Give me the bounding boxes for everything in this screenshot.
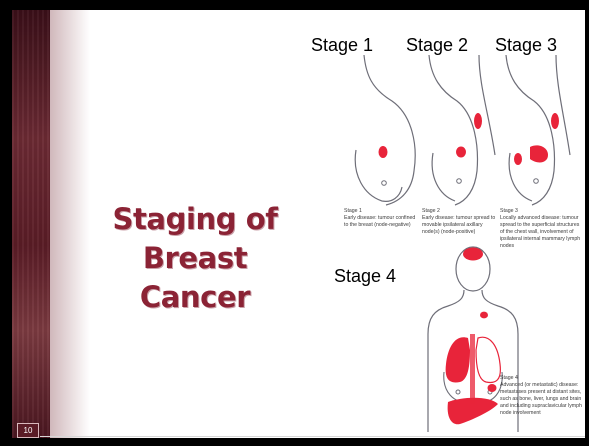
stage-1-label: Stage 1	[311, 35, 373, 56]
decorative-fade	[50, 10, 90, 438]
stage-2-label: Stage 2	[406, 35, 468, 56]
caption-line: node(s) (node-positive)	[422, 229, 504, 236]
caption-line: Stage 2	[422, 208, 504, 215]
slide: Staging of Breast Cancer Stage 1 Stage 2…	[12, 10, 585, 438]
stage-2-illustration	[427, 55, 507, 210]
stage-1-tumour	[379, 146, 388, 158]
caption-line: spread to the superficial structures	[500, 222, 584, 229]
bone-metastasis	[470, 334, 475, 404]
caption-line: Stage 3	[500, 208, 584, 215]
stage-2-tumour	[456, 147, 466, 158]
slide-title: Staging of Breast Cancer	[90, 200, 300, 317]
caption-line: Advanced (or metastatic) disease:	[500, 382, 584, 389]
caption-line: Stage 4	[500, 375, 584, 382]
stage-3-chest-wall	[514, 153, 522, 165]
stage-3-label: Stage 3	[495, 35, 557, 56]
stage-4-tumour	[488, 384, 497, 392]
page-number: 10	[17, 423, 39, 438]
caption-line: and including supraclavicular lymph	[500, 403, 584, 410]
title-line-1: Staging of	[90, 200, 300, 239]
caption-line: Early disease: tumour confined	[344, 215, 424, 222]
footer-divider	[40, 436, 585, 437]
caption-line: Locally advanced disease: tumour	[500, 215, 584, 222]
stage-3-tumour	[530, 145, 548, 162]
stage-4-caption: Stage 4 Advanced (or metastatic) disease…	[500, 375, 584, 417]
supraclavicular-node	[480, 312, 488, 319]
caption-line: node involvement	[500, 410, 584, 417]
stage-2-axillary-node	[474, 113, 482, 129]
brain-metastasis	[463, 248, 483, 261]
left-lung	[446, 337, 470, 382]
decorative-left-band	[12, 10, 50, 438]
caption-line: Stage 1	[344, 208, 424, 215]
stage-3-illustration	[504, 55, 584, 210]
caption-line: such as bone, liver, lungs and brain	[500, 396, 584, 403]
stage-1-caption: Stage 1 Early disease: tumour confined t…	[344, 208, 424, 229]
caption-line: to the breast (node-negative)	[344, 222, 424, 229]
title-line-2: Breast Cancer	[90, 239, 300, 317]
stage-1-illustration	[342, 55, 422, 210]
right-lung-outline	[476, 337, 500, 382]
caption-line: Early disease: tumour spread to	[422, 215, 504, 222]
stage-4-label: Stage 4	[334, 266, 396, 287]
caption-line: movable ipsilateral axillary	[422, 222, 504, 229]
caption-line: metastases present at distant sites,	[500, 389, 584, 396]
stage-3-axillary-node	[551, 113, 559, 129]
caption-line: of the chest wall, involvement of	[500, 229, 584, 236]
stage-2-caption: Stage 2 Early disease: tumour spread to …	[422, 208, 504, 236]
